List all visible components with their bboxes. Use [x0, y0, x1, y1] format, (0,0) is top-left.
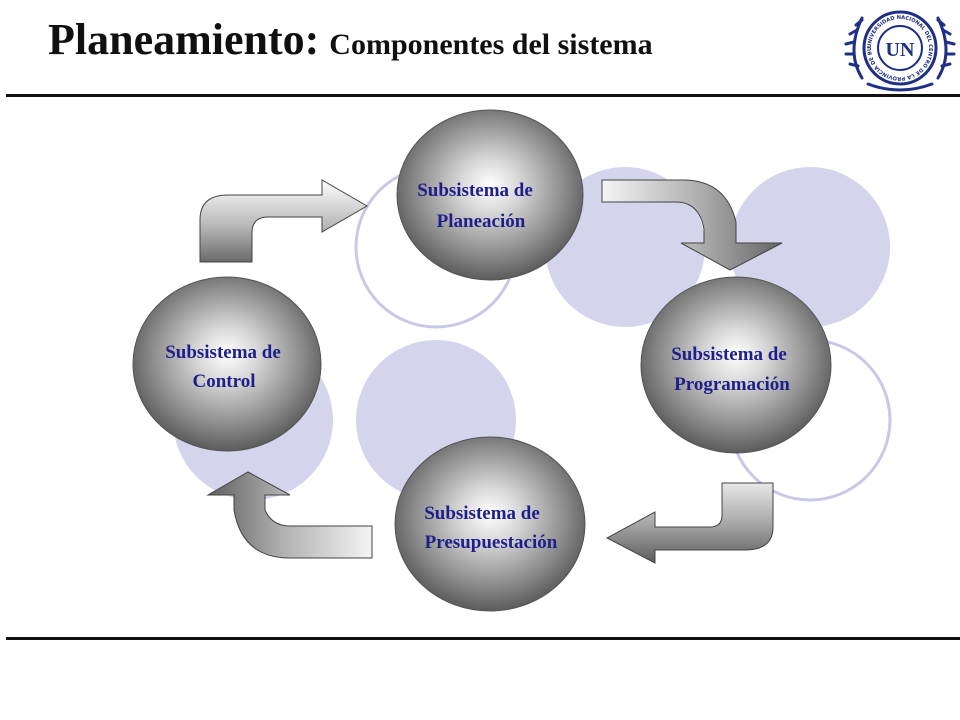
node-label-line2: Presupuestación	[425, 532, 558, 553]
node-label-line1: Subsistema de	[417, 180, 533, 201]
node-label-line1: Subsistema de	[424, 503, 540, 524]
footer-divider	[6, 637, 960, 640]
node-label-line1: Subsistema de	[671, 344, 787, 365]
svg-text:UNIVERSIDAD NACIONAL DEL CENTR: UNIVERSIDAD NACIONAL DEL CENTRO DE LA PR…	[0, 0, 933, 81]
node-label-line2: Programación	[674, 374, 790, 395]
node-label-line1: Subsistema de	[165, 342, 281, 363]
page-title-sub: Componentes del sistema	[329, 28, 653, 61]
arrow-control-to-planeacion	[199, 179, 368, 263]
laurel-wreath-icon	[844, 16, 956, 92]
node-sphere	[396, 109, 584, 281]
arrow-presupuestacion-to-control	[206, 471, 373, 559]
node-label-line2: Control	[193, 371, 256, 392]
header-divider	[6, 94, 960, 97]
deco-circle-filled	[545, 167, 705, 327]
node-planeacion: Subsistema de Planeación	[396, 109, 584, 281]
node-presupuestacion: Subsistema de Presupuestación	[394, 436, 586, 612]
node-sphere	[132, 276, 322, 452]
cycle-arrows	[199, 179, 783, 564]
arrow-planeacion-to-programacion	[601, 179, 783, 271]
node-control: Subsistema de Control	[132, 276, 322, 452]
page-title-main: Planeamiento:	[48, 15, 320, 64]
page-title: Planeamiento: Componentes del sistema	[48, 14, 653, 65]
node-sphere	[394, 436, 586, 612]
node-label-line2: Planeación	[437, 211, 526, 232]
seal-monogram: UN	[886, 39, 915, 61]
university-seal-logo: UNIVERSIDAD NACIONAL DEL CENTRO DE LA PR…	[0, 0, 960, 94]
node-programacion: Subsistema de Programación	[640, 276, 832, 454]
seal-ring-text: UNIVERSIDAD NACIONAL DEL CENTRO DE LA PR…	[0, 0, 933, 81]
arrow-programacion-to-presupuestacion	[605, 482, 774, 564]
node-sphere	[640, 276, 832, 454]
